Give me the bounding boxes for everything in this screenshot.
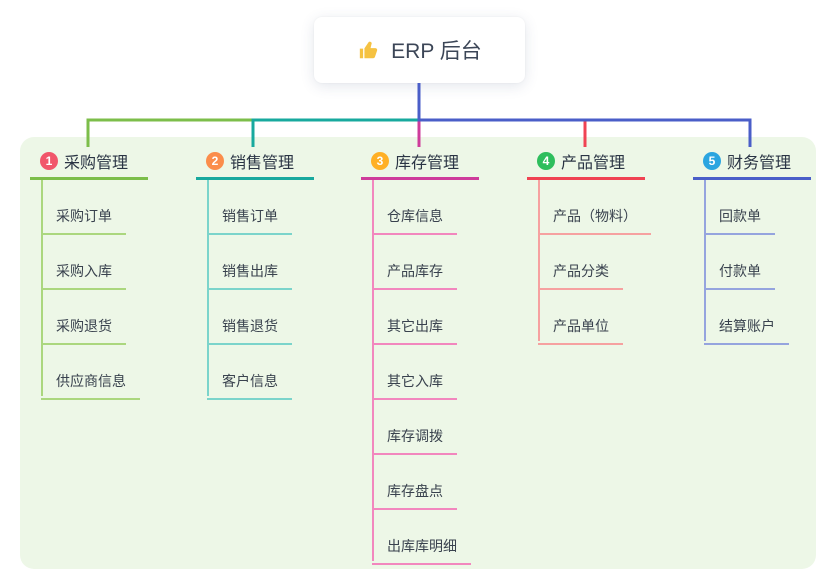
child-node[interactable]: 库存盘点 [372,455,457,510]
branch-header[interactable]: 1 采购管理 [30,149,148,180]
child-node[interactable]: 销售出库 [207,235,292,290]
child-node[interactable]: 付款单 [704,235,775,290]
child-node-label: 库存调拨 [387,428,443,444]
child-node-label: 采购退货 [56,318,112,334]
child-node[interactable]: 采购订单 [41,180,126,235]
child-node[interactable]: 客户信息 [207,345,292,400]
child-node[interactable]: 产品单位 [538,290,623,345]
child-node-label: 销售订单 [222,208,278,224]
branch-number-badge: 5 [703,151,721,170]
branch-4: 4 产品管理 产品（物料） 产品分类产品单位 [527,149,651,345]
branch-number-badge: 3 [371,151,389,170]
root-label: ERP 后台 [391,40,482,63]
child-node[interactable]: 其它出库 [372,290,457,345]
branch-label: 采购管理 [64,154,129,172]
branch-number-badge: 4 [537,151,555,170]
branch-vline [704,180,706,341]
child-node-label: 库存盘点 [387,483,443,499]
child-node-label: 仓库信息 [387,208,443,224]
child-node[interactable]: 库存调拨 [372,400,457,455]
branch-label: 库存管理 [395,154,460,172]
child-node-label: 供应商信息 [56,373,126,389]
branch-children: 回款单付款单结算账户 [704,180,789,345]
child-node[interactable]: 采购入库 [41,235,126,290]
child-node[interactable]: 销售退货 [207,290,292,345]
branch-number-badge: 2 [206,151,224,170]
branch-children: 采购订单采购入库采购退货供应商信息 [41,180,140,400]
child-node[interactable]: 产品（物料） [538,180,651,235]
branch-number-badge: 1 [40,151,58,170]
child-node-label: 采购订单 [56,208,112,224]
child-node[interactable]: 采购退货 [41,290,126,345]
branch-2: 2 销售管理 销售订单销售出库销售退货客户信息 [196,149,314,400]
branch-1: 1 采购管理 采购订单采购入库采购退货供应商信息 [30,149,148,400]
mindmap-panel [20,137,816,569]
child-node[interactable]: 产品分类 [538,235,623,290]
branch-5: 5 财务管理 回款单付款单结算账户 [693,149,811,345]
child-node[interactable]: 回款单 [704,180,775,235]
child-node-label: 产品（物料） [553,208,637,224]
branch-header[interactable]: 5 财务管理 [693,149,811,180]
child-node-label: 回款单 [719,208,761,224]
child-node-label: 结算账户 [719,318,775,334]
branch-label: 财务管理 [727,154,792,172]
child-node-label: 产品分类 [553,263,609,279]
child-node-label: 其它入库 [387,373,443,389]
branch-vline [372,180,374,561]
branch-label: 产品管理 [561,154,626,172]
child-node[interactable]: 供应商信息 [41,345,140,400]
child-node[interactable]: 其它入库 [372,345,457,400]
child-node[interactable]: 出库库明细 [372,510,471,565]
thumbs-up-icon [357,38,381,62]
child-node[interactable]: 产品库存 [372,235,457,290]
root-node[interactable]: ERP 后台 [314,17,525,83]
child-node[interactable]: 结算账户 [704,290,789,345]
child-node-label: 付款单 [719,263,761,279]
child-node-label: 销售出库 [222,263,278,279]
child-node-label: 出库库明细 [387,538,457,554]
child-node-label: 销售退货 [222,318,278,334]
branch-children: 产品（物料） 产品分类产品单位 [538,180,651,345]
branch-header[interactable]: 2 销售管理 [196,149,314,180]
child-node-label: 客户信息 [222,373,278,389]
branch-children: 销售订单销售出库销售退货客户信息 [207,180,292,400]
child-node-label: 产品库存 [387,263,443,279]
branch-label: 销售管理 [230,154,295,172]
branch-children: 仓库信息产品库存其它出库其它入库库存调拨库存盘点出库库明细 [372,180,471,565]
branch-vline [538,180,540,341]
child-node-label: 产品单位 [553,318,609,334]
child-node-label: 采购入库 [56,263,112,279]
child-node[interactable]: 销售订单 [207,180,292,235]
branch-3: 3 库存管理 仓库信息产品库存其它出库其它入库库存调拨库存盘点出库库明细 [361,149,479,565]
child-node-label: 其它出库 [387,318,443,334]
child-node[interactable]: 仓库信息 [372,180,457,235]
branch-header[interactable]: 4 产品管理 [527,149,645,180]
branch-header[interactable]: 3 库存管理 [361,149,479,180]
